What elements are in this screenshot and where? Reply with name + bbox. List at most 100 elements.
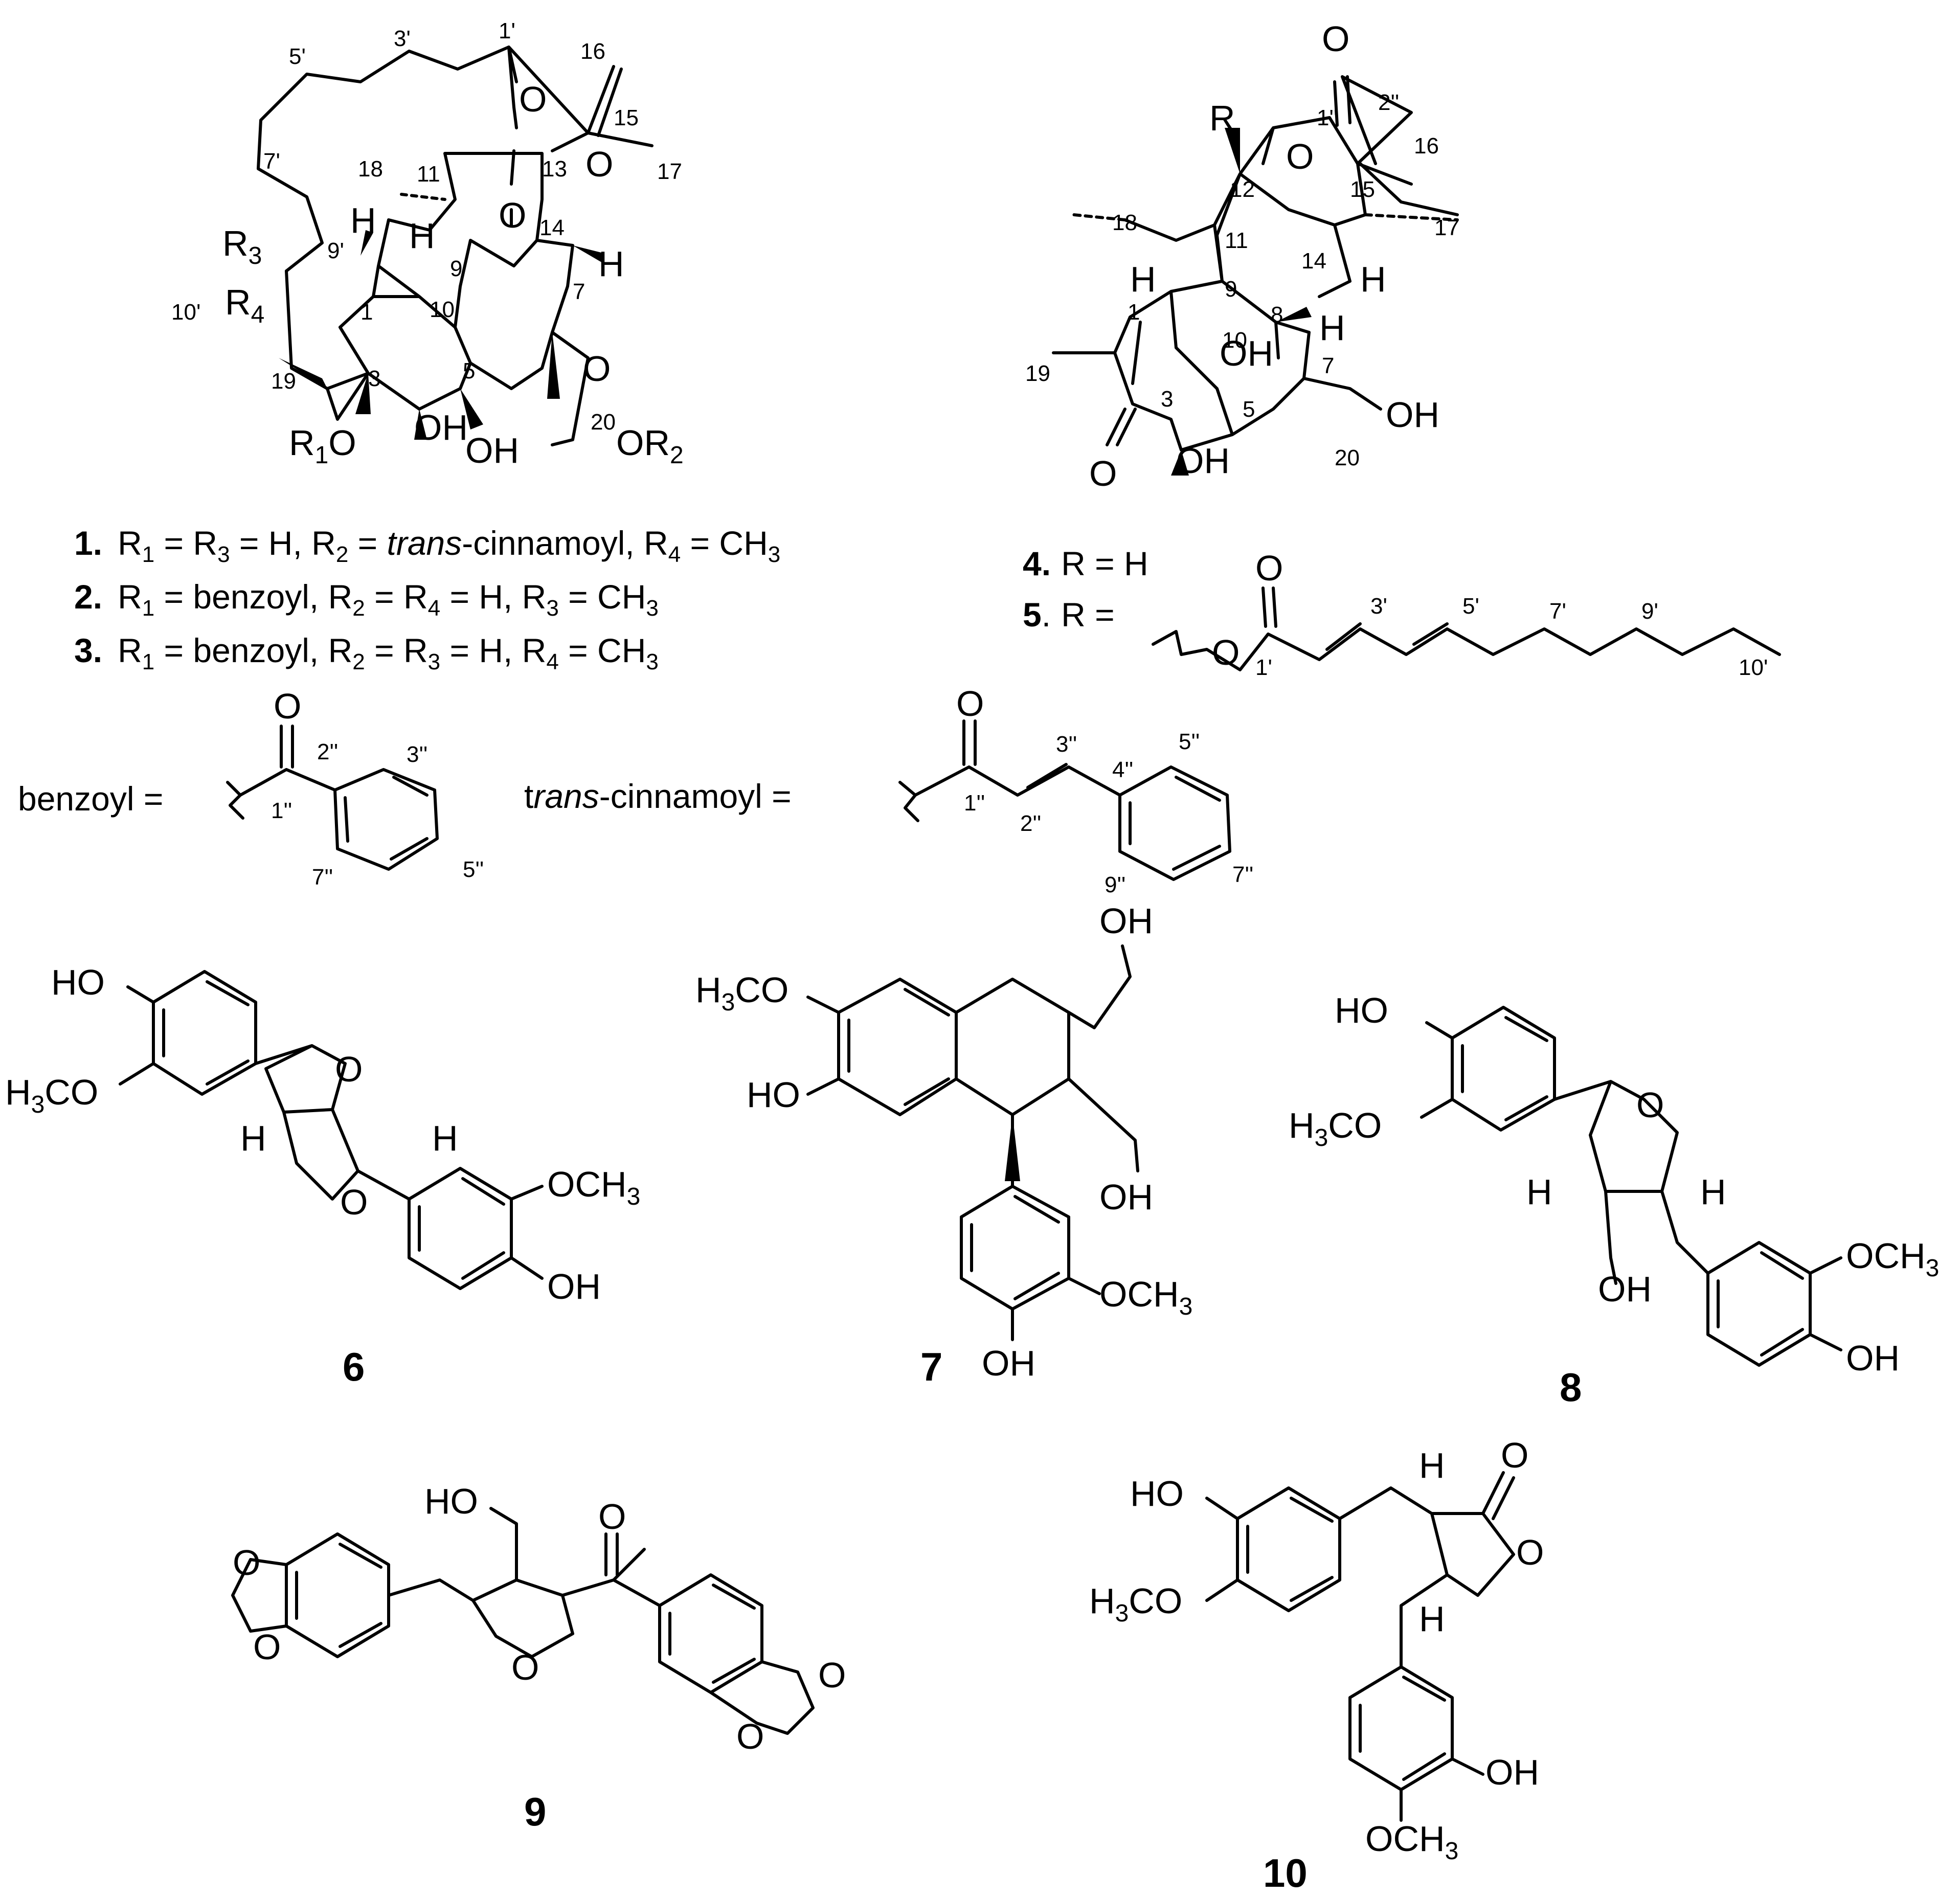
- svg-text:10: 10: [430, 297, 455, 322]
- svg-text:17: 17: [1434, 215, 1459, 240]
- svg-text:5: 5: [463, 358, 475, 383]
- h-label: H: [1419, 1446, 1445, 1485]
- oh-label: OH: [547, 1267, 601, 1306]
- c5-oh-wedge: [460, 389, 483, 430]
- h-label: H: [1526, 1172, 1552, 1212]
- oh-label: OH: [1220, 333, 1273, 373]
- o-label: O: [1286, 137, 1314, 176]
- svg-text:1'': 1'': [271, 798, 292, 823]
- macrocycle-chain: [257, 46, 510, 273]
- svg-text:14: 14: [1301, 249, 1326, 274]
- c15-c16-c17: [551, 65, 654, 152]
- oh4-wedge: [1171, 450, 1189, 476]
- svg-text:7'': 7'': [312, 865, 333, 890]
- svg-text:9: 9: [1225, 277, 1237, 302]
- c4-oh-wedge: [414, 409, 427, 440]
- oh-label: OH: [1598, 1269, 1652, 1309]
- svg-text:1'': 1'': [964, 791, 985, 816]
- c19-wedge: [279, 358, 327, 389]
- h-label: H: [1419, 1599, 1445, 1639]
- o-label: O: [818, 1655, 846, 1695]
- svg-text:20: 20: [591, 410, 616, 435]
- o-label: O: [956, 684, 984, 724]
- o-label: O: [736, 1717, 764, 1756]
- compound-label-10: 10: [1263, 1850, 1308, 1895]
- h-label: H: [1360, 259, 1386, 299]
- cinnamoyl-label: trans-cinnamoyl =: [524, 777, 792, 815]
- svg-text:7': 7': [263, 149, 280, 174]
- oh-label: OH: [1485, 1752, 1539, 1792]
- benzoyl-label: benzoyl =: [18, 780, 163, 818]
- h-label: H: [1319, 308, 1345, 348]
- structure-10-bonds: [1205, 1471, 1515, 1822]
- svg-text:15: 15: [1350, 177, 1375, 202]
- h-label: H: [1700, 1172, 1726, 1212]
- r-wedge: [1225, 128, 1240, 174]
- r-label: R: [1209, 98, 1235, 138]
- ho-label: HO: [1130, 1474, 1184, 1514]
- svg-text:14: 14: [539, 215, 565, 240]
- o-label: O: [583, 349, 611, 389]
- or2-label: OR2: [616, 423, 684, 469]
- h-label: H: [1130, 259, 1156, 299]
- c18-hash-bond-4: [1072, 213, 1127, 221]
- o-label: O: [585, 144, 613, 184]
- ho-label: HO: [424, 1481, 478, 1521]
- oh-label: OH: [465, 431, 519, 470]
- svg-text:9': 9': [1641, 599, 1658, 624]
- oh-label: OH: [1846, 1338, 1900, 1378]
- svg-text:19: 19: [1025, 361, 1050, 386]
- o-label: O: [1255, 548, 1283, 588]
- svg-text:5'': 5'': [1179, 729, 1200, 754]
- ho-label: HO: [51, 962, 105, 1002]
- och3-label: OCH3: [547, 1164, 640, 1210]
- oh-label: OH: [982, 1343, 1035, 1383]
- o-label: O: [598, 1497, 626, 1537]
- cinnamoyl-bonds: [898, 719, 1231, 881]
- o-label: O: [1516, 1532, 1544, 1572]
- svg-text:19: 19: [271, 369, 296, 394]
- h-label: H: [409, 216, 435, 256]
- svg-text:7'': 7'': [1232, 862, 1253, 887]
- o-label: O: [1212, 633, 1240, 672]
- svg-text:3: 3: [368, 366, 380, 391]
- o-label: O: [253, 1627, 281, 1667]
- svg-text:11: 11: [417, 162, 440, 187]
- compound-label-8: 8: [1560, 1365, 1582, 1410]
- decadienoyl-chain: [1152, 586, 1781, 671]
- structure-9: HO O O O O O O 9: [231, 1481, 846, 1834]
- svg-text:20: 20: [1335, 445, 1360, 470]
- c7-wedge: [1005, 1115, 1020, 1181]
- svg-text:1'': 1'': [1317, 105, 1338, 130]
- o-label: O: [1501, 1435, 1528, 1475]
- och3-label: OCH3: [1846, 1236, 1939, 1282]
- o-label: O: [1636, 1085, 1664, 1125]
- svg-text:2'': 2'': [1378, 90, 1399, 115]
- r3-label: R3: [222, 223, 262, 269]
- locant-numbers-5: 1'3'5' 7'9'10': [1255, 594, 1768, 680]
- svg-text:17: 17: [657, 159, 682, 184]
- svg-text:9'': 9'': [1105, 872, 1125, 897]
- structure-7-bonds: [806, 944, 1139, 1341]
- svg-text:2'': 2'': [1020, 811, 1041, 836]
- cinnamoyl-definition: trans-cinnamoyl = O 1''2''3'' 4''5''7'' …: [524, 684, 1253, 897]
- structure-1-3: O O O O H H H R3 R4 R1O OH OH OR2 1'3'5'…: [171, 18, 684, 470]
- oh-label: OH: [1099, 1177, 1153, 1217]
- svg-text:10: 10: [1222, 328, 1247, 353]
- oh-label: OH: [414, 408, 468, 447]
- svg-text:1': 1': [1255, 655, 1272, 680]
- svg-text:1: 1: [361, 300, 373, 325]
- svg-text:9': 9': [327, 238, 344, 263]
- benzoyl-definition: benzoyl = O 1''2''3'' 5''7'': [18, 686, 484, 890]
- compound-5-row: 5.R =: [1023, 596, 1115, 634]
- compound-2-row: 2.R1 = benzoyl, R2 = R4 = H, R3 = CH3: [74, 578, 659, 621]
- o-label: O: [335, 1049, 363, 1089]
- svg-text:3'': 3'': [1056, 732, 1077, 757]
- structure-9-bonds: [231, 1507, 815, 1735]
- svg-text:5: 5: [1243, 397, 1255, 422]
- structure-10: HO H3CO H H O O OH OCH3 10: [1089, 1435, 1544, 1895]
- svg-text:13: 13: [542, 156, 567, 182]
